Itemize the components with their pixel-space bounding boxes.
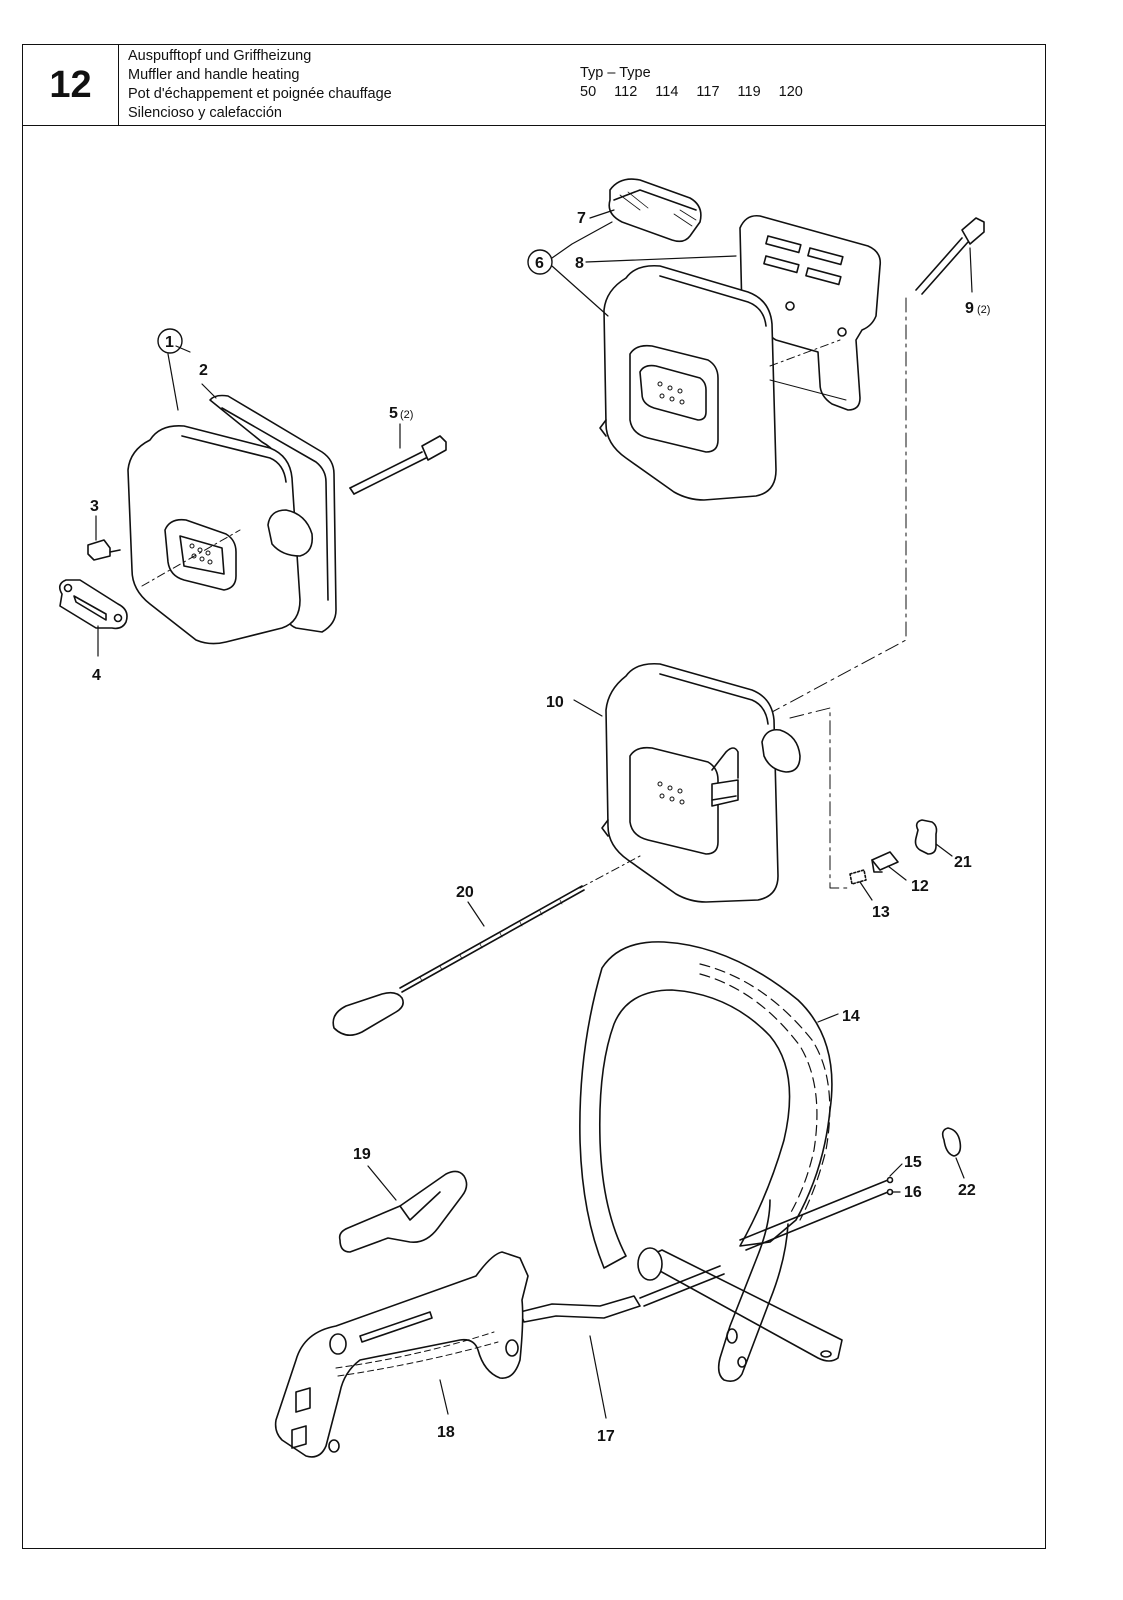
type-value: 119 — [737, 84, 761, 100]
spring-part-13 — [849, 869, 867, 885]
callout-18: 18 — [437, 1424, 455, 1441]
callout-3: 3 — [90, 498, 99, 515]
wire-part-15 — [739, 1176, 894, 1241]
section-number: 12 — [23, 45, 119, 125]
title-en: Muffler and handle heating — [128, 67, 300, 83]
type-block: Typ – Type 50 112 114 117 119 120 — [580, 64, 821, 102]
page-frame: 12 Auspufftopf und Griffheizung Muffler … — [22, 44, 1046, 1549]
muffler-assembly-6 — [599, 178, 882, 501]
spark-screen-part-7 — [608, 178, 702, 243]
callout-13: 13 — [872, 904, 890, 921]
plug-part-3 — [87, 539, 121, 561]
section-titles: Auspufftopf und Griffheizung Muffler and… — [128, 47, 392, 123]
type-value: 112 — [614, 84, 638, 100]
callout-16: 16 — [904, 1184, 922, 1201]
callout-21: 21 — [954, 854, 972, 871]
callout-9-qty: (2) — [977, 304, 990, 316]
callout-8: 8 — [575, 255, 584, 272]
type-values: 50 112 114 117 119 120 — [580, 83, 821, 102]
type-value: 120 — [778, 84, 803, 100]
leader-lines — [95, 209, 973, 1419]
callout-6: 6 — [535, 255, 544, 272]
title-es: Silencioso y calefacción — [128, 105, 282, 121]
clip-part-22 — [941, 1127, 962, 1157]
callout-17: 17 — [597, 1428, 615, 1445]
title-fr: Pot d'échappement et poignée chauffage — [128, 86, 392, 102]
callout-12: 12 — [911, 878, 929, 895]
callout-1: 1 — [165, 334, 174, 351]
callout-9: 9 — [965, 300, 974, 317]
type-label: Typ – Type — [580, 65, 651, 81]
heated-muffler-part-10 — [601, 662, 801, 903]
callout-14: 14 — [842, 1008, 860, 1025]
cover-part-19 — [338, 1170, 468, 1253]
callout-labels: 1 2 3 4 5 (2) 6 7 8 9 (2) 10 12 13 14 15… — [90, 210, 990, 1445]
clip-part-21 — [914, 819, 938, 855]
callout-7: 7 — [577, 210, 586, 227]
probe-part-20 — [332, 855, 641, 1036]
sleeve-part-12 — [871, 851, 899, 873]
muffler-assembly-1 — [127, 394, 337, 645]
plate-part-8 — [739, 214, 882, 411]
tube-part-17 — [519, 1265, 725, 1323]
assembly-guide-lines — [771, 297, 907, 889]
callout-2: 2 — [199, 362, 208, 379]
type-value: 117 — [696, 84, 720, 100]
bolt-part-5 — [349, 435, 447, 495]
title-de: Auspufftopf und Griffheizung — [128, 48, 312, 64]
callout-5-qty: (2) — [400, 409, 413, 421]
handle-bar-part-14 — [579, 941, 843, 1382]
type-value: 114 — [655, 84, 679, 100]
rear-handle-part-18 — [274, 1251, 529, 1458]
gasket-part-4 — [58, 579, 128, 630]
type-value: 50 — [580, 84, 597, 100]
callout-5: 5 — [389, 405, 398, 422]
header: 12 Auspufftopf und Griffheizung Muffler … — [23, 45, 1045, 126]
callout-circle-6 — [527, 249, 553, 275]
callout-20: 20 — [456, 884, 474, 901]
callout-4: 4 — [92, 667, 101, 684]
bolt-part-9 — [915, 217, 985, 295]
callout-10: 10 — [546, 694, 564, 711]
callout-15: 15 — [904, 1154, 922, 1171]
callout-19: 19 — [353, 1146, 371, 1163]
callout-circle-1 — [157, 328, 183, 354]
callout-22: 22 — [958, 1182, 976, 1199]
